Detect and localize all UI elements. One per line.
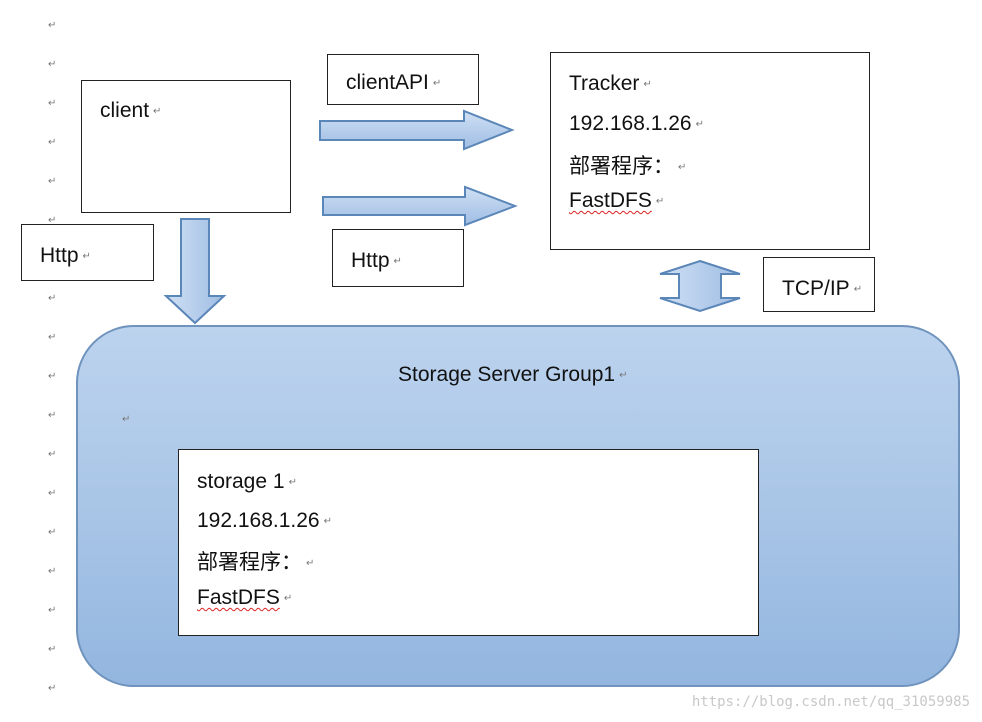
tracker-program-text: FastDFS (569, 189, 652, 212)
paragraph-mark: ↵ (288, 476, 297, 488)
paragraph-mark: ↵ (643, 78, 652, 90)
margin-paragraph-mark: ↵ (48, 566, 57, 577)
margin-paragraph-mark: ↵ (48, 215, 57, 226)
margin-paragraph-mark: ↵ (48, 371, 57, 382)
http-mid-box: Http↵ (332, 229, 464, 287)
margin-paragraph-mark: ↵ (48, 605, 57, 616)
storage-deploy-label: 部署程序： ↵ (197, 546, 314, 576)
client-box: client↵ (81, 80, 291, 213)
client-api-box: clientAPI↵ (327, 54, 479, 105)
http-left-label: Http↵ (40, 244, 91, 268)
paragraph-mark: ↵ (432, 77, 442, 89)
storage-program-text: FastDFS (197, 586, 280, 609)
watermark: https://blog.csdn.net/qq_31059985 (691, 694, 970, 710)
margin-paragraph-mark: ↵ (48, 527, 57, 538)
storage-title-text: storage 1 (197, 470, 285, 493)
tracker-box: Tracker↵ 192.168.1.26↵ 部署程序：↵ FastDFS↵ (550, 52, 870, 250)
margin-paragraph-mark: ↵ (48, 137, 57, 148)
margin-paragraph-mark: ↵ (48, 449, 57, 460)
http-left-text: Http (40, 244, 79, 267)
paragraph-mark: ↵ (678, 161, 687, 173)
storage-deploy-text: 部署程序： (197, 551, 302, 574)
paragraph-mark: ↵ (619, 369, 628, 381)
client-api-arrow (319, 109, 515, 151)
group-title-text: Storage Server Group1 (398, 363, 616, 386)
paragraph-mark: ↵ (153, 105, 162, 117)
tracker-title: Tracker↵ (569, 72, 652, 96)
paragraph-mark: ↵ (695, 118, 705, 130)
tracker-title-text: Tracker (569, 72, 640, 95)
paragraph-mark: ↵ (82, 250, 91, 262)
client-label-text: client (100, 99, 150, 122)
group-title: Storage Server Group1↵ (398, 363, 628, 387)
client-api-label: clientAPI↵ (346, 71, 441, 95)
http-mid-label: Http↵ (351, 249, 402, 273)
client-api-text: clientAPI (346, 71, 429, 94)
tcpip-text: TCP/IP (782, 277, 850, 300)
paragraph-mark: ↵ (853, 283, 863, 295)
client-down-arrow (163, 218, 227, 325)
http-left-box: Http↵ (21, 224, 154, 281)
paragraph-mark: ↵ (393, 255, 402, 267)
tracker-ip: 192.168.1.26↵ (569, 112, 704, 136)
margin-paragraph-mark: ↵ (48, 20, 57, 31)
margin-paragraph-mark: ↵ (48, 176, 57, 187)
http-mid-text: Http (351, 249, 390, 272)
paragraph-mark: ↵ (323, 515, 333, 527)
paragraph-mark: ↵ (306, 557, 315, 569)
margin-paragraph-mark: ↵ (48, 410, 57, 421)
storage-title: storage 1↵ (197, 470, 297, 494)
paragraph-mark: ↵ (283, 592, 293, 604)
tracker-ip-text: 192.168.1.26 (569, 112, 692, 135)
margin-paragraph-mark: ↵ (48, 98, 57, 109)
margin-paragraph-mark: ↵ (48, 488, 57, 499)
tracker-program: FastDFS↵ (569, 189, 664, 213)
paragraph-mark: ↵ (122, 413, 131, 425)
storage-1-box: storage 1↵ 192.168.1.26↵ 部署程序：↵ FastDFS↵ (178, 449, 759, 636)
storage-ip-text: 192.168.1.26 (197, 509, 320, 532)
group-empty-line: ↵ (118, 407, 130, 431)
tcpip-box: TCP/IP↵ (763, 257, 875, 312)
margin-paragraph-mark: ↵ (48, 644, 57, 655)
margin-paragraph-mark: ↵ (48, 59, 57, 70)
client-label: client↵ (100, 99, 161, 123)
tcpip-double-arrow (659, 259, 741, 313)
margin-paragraph-mark: ↵ (48, 332, 57, 343)
paragraph-mark: ↵ (655, 195, 665, 207)
storage-program: FastDFS↵ (197, 586, 292, 610)
margin-paragraph-mark: ↵ (48, 293, 57, 304)
tcpip-label: TCP/IP↵ (782, 277, 862, 301)
tracker-deploy-text: 部署程序： (569, 155, 674, 178)
storage-ip: 192.168.1.26↵ (197, 509, 332, 533)
http-arrow-right (322, 185, 518, 227)
margin-paragraph-mark: ↵ (48, 683, 57, 694)
tracker-deploy-label: 部署程序： ↵ (569, 150, 686, 180)
